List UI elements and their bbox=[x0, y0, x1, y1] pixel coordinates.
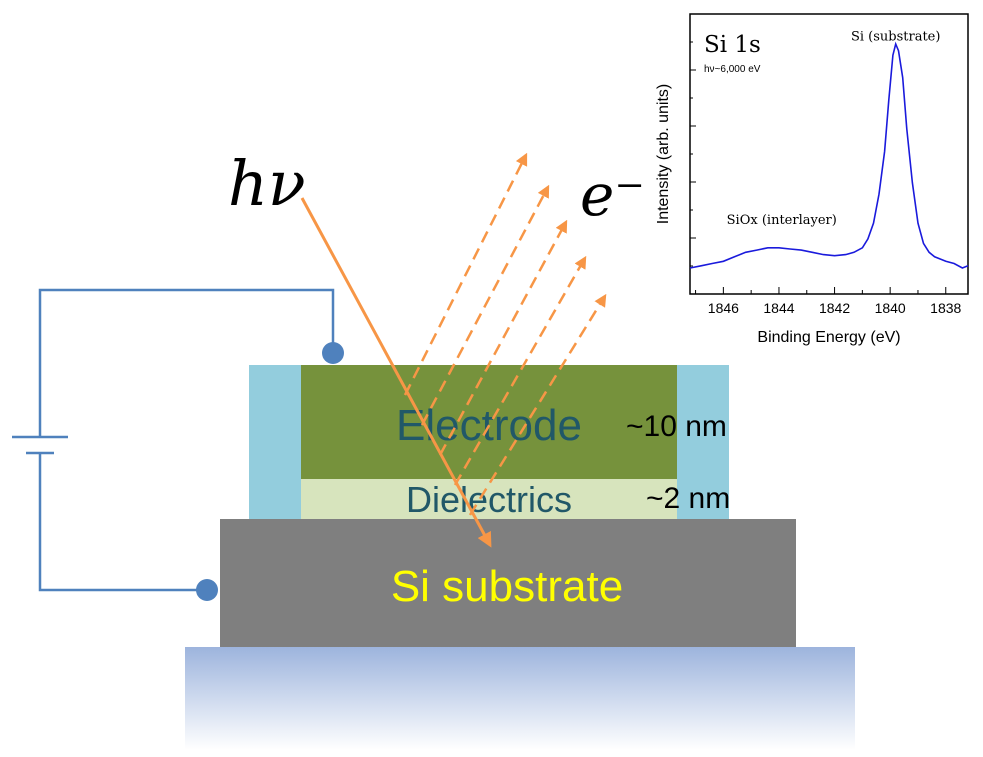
x-axis-title: Binding Energy (eV) bbox=[757, 329, 900, 346]
x-tick-label: 1846 bbox=[708, 300, 739, 316]
x-axis-ticks: 1846 1844 1842 1840 1838 bbox=[695, 287, 962, 316]
electrode-thickness-label: ~10 nm bbox=[626, 410, 727, 443]
electrode-layer bbox=[301, 365, 677, 479]
electron-symbol: e⁻ bbox=[580, 161, 645, 229]
annotation-siox-interlayer: SiOx (interlayer) bbox=[727, 213, 837, 228]
y-axis-ticks bbox=[690, 13, 696, 295]
bias-circuit bbox=[12, 288, 335, 592]
spacer-left bbox=[249, 365, 301, 519]
photoelectron-arrow-5 bbox=[468, 293, 607, 516]
dielectrics-label: Dielectrics bbox=[406, 479, 572, 520]
xps-spectrum-inset: 1846 1844 1842 1840 1838 Si 1s hν~6,000 eV S… bbox=[655, 13, 969, 346]
si-substrate-layer bbox=[220, 519, 796, 647]
photon-symbol: hν bbox=[228, 147, 306, 220]
x-tick-label: 1840 bbox=[875, 300, 906, 316]
photoelectron-arrow-1 bbox=[403, 152, 528, 396]
electrode-contact-dot bbox=[322, 342, 344, 364]
photoelectron-arrow-2 bbox=[420, 184, 550, 426]
sample-stage bbox=[185, 647, 855, 750]
x-tick-label: 1838 bbox=[930, 300, 961, 316]
photoelectron-arrows bbox=[403, 152, 607, 516]
annotation-si-substrate: Si (substrate) bbox=[851, 30, 940, 45]
inset-title: Si 1s bbox=[704, 32, 761, 58]
inset-subtitle: hν~6,000 eV bbox=[704, 64, 761, 75]
dielectrics-thickness-label: ~2 nm bbox=[646, 482, 730, 515]
circuit-wire-bottom bbox=[38, 453, 207, 592]
photoelectron-arrow-4 bbox=[453, 255, 587, 486]
circuit-wire-top bbox=[38, 288, 335, 437]
y-axis-title: Intensity (arb. units) bbox=[655, 84, 672, 225]
substrate-label: Si substrate bbox=[391, 562, 623, 611]
inset-frame bbox=[689, 13, 969, 295]
substrate-contact-dot bbox=[196, 579, 218, 601]
incident-photon-arrow bbox=[300, 197, 492, 548]
photoelectron-arrow-3 bbox=[438, 219, 568, 456]
x-tick-label: 1842 bbox=[819, 300, 850, 316]
spacer-right bbox=[677, 365, 729, 519]
si-1s-spectrum-line bbox=[689, 41, 969, 269]
dielectrics-layer bbox=[301, 479, 677, 519]
x-tick-label: 1844 bbox=[763, 300, 794, 316]
